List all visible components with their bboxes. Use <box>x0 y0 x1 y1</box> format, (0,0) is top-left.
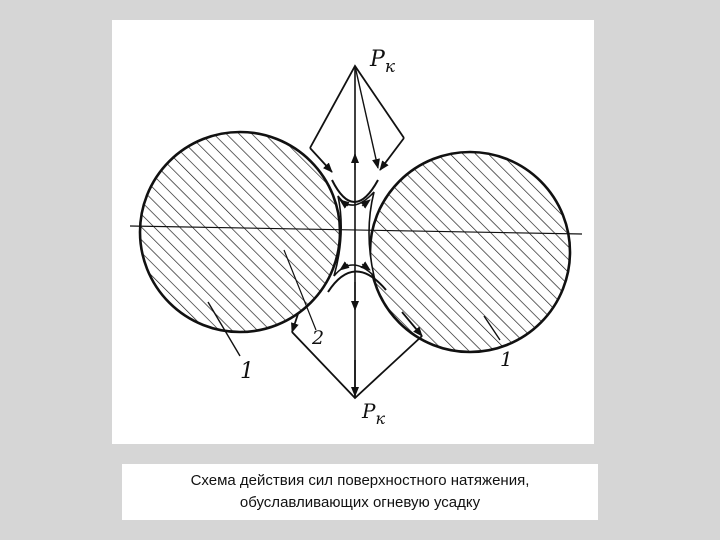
force-label-bottom: Pк <box>361 399 385 428</box>
top-diagonal-arrow <box>354 65 380 169</box>
force-label-top: Pк <box>369 47 396 77</box>
bottom-force-left-arrow <box>291 313 299 333</box>
label-neck: 2 <box>311 327 324 349</box>
label-particle-right: 1 <box>500 347 513 371</box>
bottom-force-diamond <box>291 331 423 400</box>
neck-arrow-2 <box>360 199 371 209</box>
center-axis <box>129 225 583 235</box>
top-force-diamond <box>309 64 405 149</box>
caption-line-2: обуславливающих огневую усадку <box>239 494 481 511</box>
leader-line-neck <box>283 249 317 331</box>
leader-line-right <box>483 315 501 341</box>
neck-arrow-3 <box>339 261 350 271</box>
leader-line-left <box>207 301 241 357</box>
neck-arrow-4 <box>360 261 371 271</box>
caption-line-1: Схема действия сил поверхностного натяже… <box>190 472 530 489</box>
neck-arrow-1 <box>339 199 350 209</box>
top-force-left-arrow <box>309 147 333 173</box>
label-particle-left: 1 <box>240 359 254 384</box>
right-particle <box>368 150 572 354</box>
sintering-diagram: Pк Pк 1 1 2 <box>129 47 583 428</box>
left-particle <box>138 130 342 334</box>
top-force-right-arrow <box>379 137 405 171</box>
diagram-panel: Pк Pк 1 1 2 <box>112 20 594 444</box>
caption: Схема действия сил поверхностного натяже… <box>122 464 598 520</box>
bottom-force-right-arrow <box>401 311 423 337</box>
